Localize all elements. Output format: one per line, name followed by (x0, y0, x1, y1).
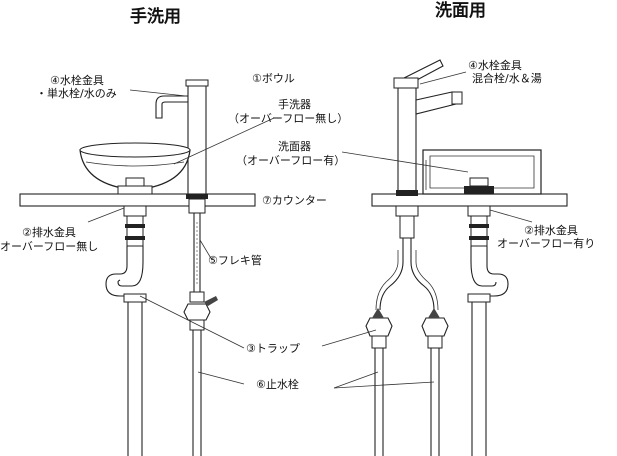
label-stop-valve: ⑥止水栓 (256, 377, 299, 391)
label-drain-right-line2: オーバーフロー有り (497, 236, 595, 250)
label-flex-pipe: ⑤フレキ管 (208, 253, 262, 267)
drain-left (123, 205, 147, 247)
faucet-mixer (393, 59, 463, 239)
label-washbasin-line2: （オーバーフロー有） (236, 153, 345, 167)
label-faucet-left-line1: ④水栓金具 (50, 73, 104, 87)
label-counter: ⑦カウンター (262, 194, 327, 207)
left-assembly (19, 79, 256, 456)
label-faucet-right-line1: ④水栓金具 (468, 58, 522, 72)
counter-left (19, 193, 256, 207)
trap-right (467, 246, 509, 456)
label-handwash-line2: （オーバーフロー無し） (228, 111, 348, 125)
label-faucet-right-line2: 混合栓/水＆湯 (472, 71, 542, 85)
label-faucet-left-line2: ・単水栓/水のみ (36, 86, 117, 100)
label-trap: ③トラップ (246, 342, 300, 355)
stop-valve-left (183, 291, 218, 456)
label-bowl: ①ボウル (252, 72, 295, 85)
label-drain-left-line1: ②排水金具 (22, 225, 76, 239)
handwash-bowl (79, 142, 191, 195)
flex-pipes-right (375, 238, 439, 311)
title-handwash: 手洗用 (130, 6, 181, 27)
label-drain-left-line2: オーバーフロー無し (0, 239, 98, 253)
trap-left (105, 246, 147, 456)
flex-pipe-left (193, 213, 201, 292)
washbasin (422, 149, 542, 195)
label-drain-right-line1: ②排水金具 (524, 223, 578, 237)
label-washbasin-line1: 洗面器 (278, 140, 311, 153)
right-assembly (365, 59, 568, 456)
faucet-single (155, 79, 209, 214)
label-handwash-line1: 手洗器 (278, 97, 311, 111)
drain-right (467, 205, 491, 247)
leader-lines (87, 71, 533, 389)
stop-valves-right (365, 308, 449, 456)
title-washbasin: 洗面用 (435, 0, 486, 21)
